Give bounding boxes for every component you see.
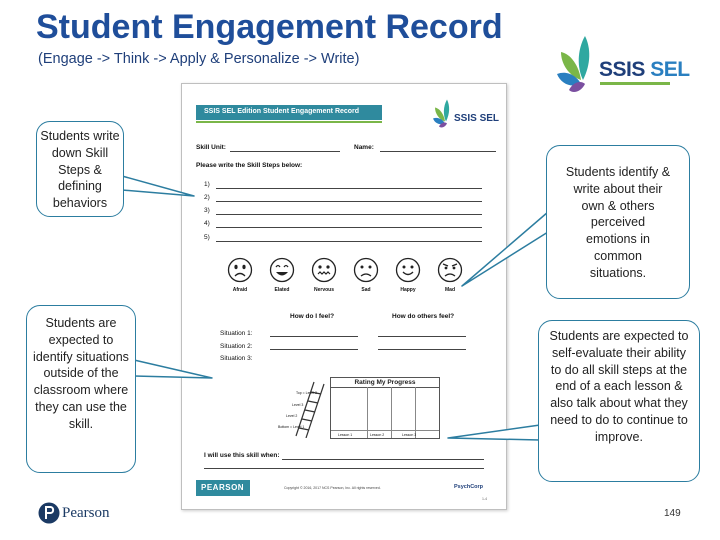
- situation-others-line: [378, 336, 466, 337]
- will-use-line: [204, 468, 484, 469]
- step-line: [216, 214, 482, 215]
- happy-face-icon: [395, 257, 421, 283]
- worksheet-page-ref: 1-4: [482, 497, 488, 501]
- emotion-elated: Elated: [266, 257, 298, 293]
- step-line: [216, 188, 482, 189]
- callout-skill-steps: Students write down Skill Steps & defini…: [36, 121, 124, 217]
- rating-header-divider: [331, 387, 439, 388]
- step-line: [216, 201, 482, 202]
- rating-progress-table: Rating My Progress: [330, 377, 440, 439]
- situation-label: Situation 1:: [220, 330, 253, 337]
- how-do-i-feel-label: How do I feel?: [290, 313, 335, 320]
- rating-column-label: Lesson 1: [338, 433, 353, 437]
- pearson-p-icon: [38, 502, 60, 524]
- rating-level: Bottom = Level 1: [278, 425, 305, 429]
- worksheet-banner: SSIS SEL Edition Student Engagement Reco…: [196, 105, 382, 120]
- callout-self-evaluate: Students are expected to self-evaluate t…: [538, 320, 700, 482]
- rating-col-divider: [415, 387, 416, 438]
- worksheet-ssis-logo: SSIS SEL: [432, 97, 499, 133]
- ssis-logo-underline: [600, 82, 670, 85]
- page-number: 149: [664, 508, 681, 519]
- step-number: 3): [204, 207, 210, 214]
- skill-steps-label: Please write the Skill Steps below:: [196, 162, 303, 169]
- skill-unit-label: Skill Unit:: [196, 144, 226, 151]
- rating-col-divider: [367, 387, 368, 438]
- step-line: [216, 227, 482, 228]
- mad-face-icon: [437, 257, 463, 283]
- rating-progress-title: Rating My Progress: [354, 379, 416, 386]
- rating-column-label: Lesson 2: [370, 433, 385, 437]
- situation-self-line: [270, 349, 358, 350]
- nervous-face-icon: [311, 257, 337, 283]
- emotion-happy: Happy: [392, 257, 424, 293]
- sad-face-icon: [353, 257, 379, 283]
- rating-level: Top = Level 3: [296, 391, 317, 395]
- afraid-face-icon: [227, 257, 253, 283]
- rating-level: Level 3: [292, 403, 304, 407]
- ssis-mini-leaf-icon: [433, 99, 450, 128]
- will-use-skill-label: I will use this skill when:: [204, 452, 280, 459]
- worksheet-banner-underline: [196, 121, 382, 123]
- worksheet-footer: PEARSON Copyright © 2016, 2017 NCS Pears…: [196, 480, 496, 496]
- name-label: Name:: [354, 144, 374, 151]
- engagement-record-worksheet: SSIS SEL Edition Student Engagement Reco…: [181, 83, 507, 510]
- worksheet-copyright: Copyright © 2016, 2017 NCS Pearson, Inc.…: [284, 486, 381, 490]
- name-line: [380, 151, 496, 152]
- callout-emotions: Students identify & write about their ow…: [546, 145, 690, 299]
- rating-column-label: Lesson 3: [402, 433, 417, 437]
- step-number: 4): [204, 220, 210, 227]
- psychcorp-logo: PsychCorp: [454, 484, 484, 490]
- emotion-sad: Sad: [350, 257, 382, 293]
- rating-footer-divider: [331, 430, 439, 431]
- ssis-leaf-icon: [557, 36, 590, 92]
- step-number: 1): [204, 181, 210, 188]
- ladder-icon: [295, 381, 325, 438]
- callout-situations: Students are expected to identify situat…: [26, 305, 136, 473]
- situation-label: Situation 2:: [220, 343, 253, 350]
- situation-self-line: [270, 336, 358, 337]
- emotion-faces-row: Afraid Elated Nervous Sad: [224, 257, 469, 307]
- step-number: 5): [204, 234, 210, 241]
- pearson-logo: Pearson: [38, 502, 128, 528]
- ssis-sel-logo: SSIS SEL: [555, 34, 690, 96]
- elated-face-icon: [269, 257, 295, 283]
- rating-col-divider: [391, 387, 392, 438]
- how-do-others-feel-label: How do others feel?: [392, 313, 455, 320]
- step-number: 2): [204, 194, 210, 201]
- will-use-line: [282, 459, 484, 460]
- skill-unit-line: [230, 151, 340, 152]
- situation-label: Situation 3:: [220, 355, 253, 361]
- step-line: [216, 241, 482, 242]
- situation-others-line: [378, 349, 466, 350]
- emotion-afraid: Afraid: [224, 257, 256, 293]
- emotion-mad: Mad: [434, 257, 466, 293]
- emotion-nervous: Nervous: [308, 257, 340, 293]
- slide-title: Student Engagement Record: [36, 8, 503, 46]
- rating-level: Level 2: [286, 414, 298, 418]
- ssis-logo-text: SSIS SEL: [599, 58, 690, 81]
- slide-subtitle: (Engage -> Think -> Apply & Personalize …: [38, 51, 360, 67]
- worksheet-pearson-bar: PEARSON: [196, 480, 250, 496]
